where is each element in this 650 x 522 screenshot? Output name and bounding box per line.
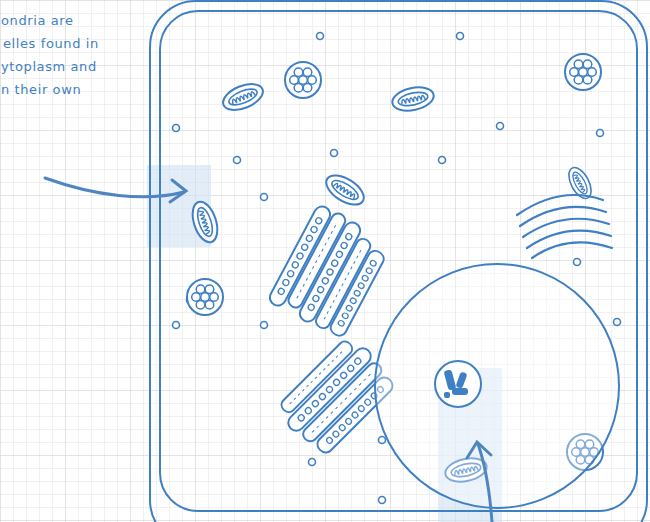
golgi-cisterna bbox=[523, 219, 609, 237]
golgi-cisterna bbox=[520, 207, 606, 226]
cytoplasm-dot bbox=[379, 497, 386, 504]
vesicle bbox=[285, 62, 321, 98]
cytoplasm-dot bbox=[379, 437, 386, 444]
chromosome bbox=[444, 392, 450, 398]
cell-membrane bbox=[160, 11, 637, 511]
golgi-cisterna bbox=[532, 242, 612, 258]
vesicle bbox=[565, 54, 601, 90]
cytoplasm-dot bbox=[331, 150, 338, 157]
chromosomes bbox=[444, 369, 468, 398]
cytoplasm-dot bbox=[261, 194, 268, 201]
cytoplasm-dot bbox=[614, 319, 621, 326]
er-sheet bbox=[328, 248, 386, 338]
note-text: ytoplasm and bbox=[1, 59, 97, 75]
note-text: ondria are bbox=[1, 13, 74, 29]
cytoplasm-dot bbox=[439, 157, 446, 164]
vesicle bbox=[187, 279, 223, 315]
cytoplasm-dot bbox=[457, 33, 464, 40]
arrowhead bbox=[170, 180, 186, 202]
cytoplasm-dot bbox=[497, 123, 504, 130]
pointer-shaft bbox=[45, 178, 184, 197]
cytoplasm-dot bbox=[597, 130, 604, 137]
endoplasmic-reticulum bbox=[267, 203, 393, 341]
note-text: elles found in bbox=[3, 36, 99, 52]
cytoplasm-dot bbox=[234, 157, 241, 164]
mitochondrion bbox=[390, 84, 436, 114]
cell-membrane bbox=[150, 1, 647, 522]
pointer-arrow bbox=[467, 442, 492, 522]
chromosome bbox=[455, 371, 467, 388]
note-text: n their own bbox=[1, 82, 81, 98]
cytoplasm-dot bbox=[574, 259, 581, 266]
cytoplasm-dot bbox=[173, 125, 180, 132]
mitochondrion bbox=[188, 199, 222, 246]
pointer-arrow bbox=[45, 178, 186, 202]
chromosome bbox=[444, 369, 457, 390]
arrowhead bbox=[467, 442, 491, 458]
mitochondrion bbox=[321, 170, 368, 211]
nucleus bbox=[375, 264, 619, 508]
golgi-apparatus bbox=[517, 195, 612, 258]
golgi-cisterna bbox=[517, 195, 603, 215]
nucleolus bbox=[435, 361, 481, 407]
cytoplasm-dot bbox=[309, 459, 316, 466]
chromosome bbox=[452, 388, 468, 395]
cytoplasm-dot bbox=[261, 322, 268, 329]
cytoplasm-dot bbox=[317, 33, 324, 40]
cytoplasm-dot bbox=[173, 322, 180, 329]
mitochondrion bbox=[219, 79, 266, 115]
